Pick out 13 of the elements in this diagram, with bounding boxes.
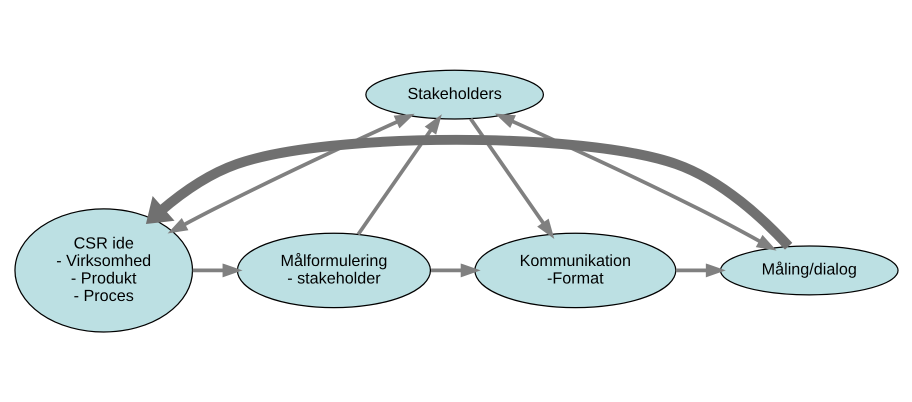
arrow	[145, 134, 792, 250]
arrow	[430, 263, 480, 278]
arrow	[167, 114, 414, 234]
arrow	[494, 114, 776, 251]
node-ellipse: Stakeholders	[364, 70, 544, 120]
node-ellipse: CSR ide - Virksomhed - Produkt - Proces	[14, 208, 193, 333]
arrow	[468, 118, 554, 240]
node-ellipse: Kommunikation -Format	[474, 232, 676, 308]
node-ellipse: Målformulering - stakeholder	[236, 232, 431, 308]
arrow	[192, 263, 242, 278]
node-ellipse: Måling/dialog	[719, 245, 898, 296]
arrow	[675, 263, 726, 278]
arrow	[356, 114, 442, 236]
